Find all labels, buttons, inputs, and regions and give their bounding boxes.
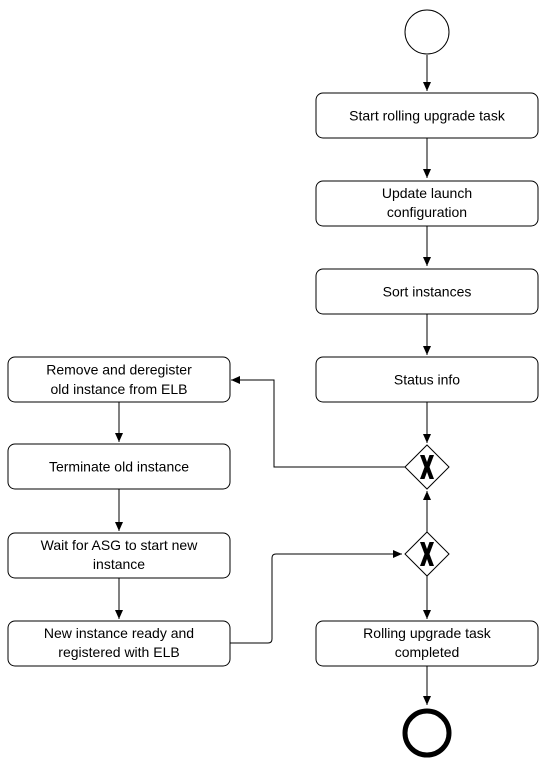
task-rolling-upgrade-completed: Rolling upgrade task completed — [315, 620, 539, 667]
task-terminate-old-instance: Terminate old instance — [7, 443, 231, 490]
task-label-line-1: Remove and deregister — [46, 362, 192, 378]
task-label: Status info — [394, 372, 460, 388]
task-label: Start rolling upgrade task — [349, 108, 506, 124]
task-label: Terminate old instance — [49, 459, 189, 475]
exclusive-gateway-split — [404, 444, 450, 490]
task-label-line-1: New instance ready and — [44, 625, 194, 641]
task-update-launch-configuration: Update launch configuration — [315, 180, 539, 227]
task-label-line-2: old instance from ELB — [51, 381, 188, 397]
task-label-line-2: instance — [93, 556, 145, 572]
task-new-instance-ready: New instance ready and registered with E… — [7, 620, 231, 667]
task-status-info: Status info — [315, 356, 539, 403]
gateway-x-icon — [420, 542, 434, 566]
gateway-x-icon — [420, 455, 434, 479]
task-wait-for-asg: Wait for ASG to start new instance — [7, 532, 231, 579]
task-remove-deregister: Remove and deregister old instance from … — [7, 356, 231, 403]
task-label-line-2: completed — [395, 644, 460, 660]
task-sort-instances: Sort instances — [315, 268, 539, 315]
edge-split-gateway-to-remove — [231, 376, 405, 468]
end-event — [402, 708, 452, 758]
task-label: Sort instances — [383, 284, 472, 300]
task-label-line-1: Rolling upgrade task — [363, 625, 492, 641]
flow-edges — [115, 55, 431, 705]
exclusive-gateway-merge — [404, 531, 450, 577]
task-label-line-2: registered with ELB — [58, 644, 179, 660]
edge-new-instance-to-merge-gateway — [228, 550, 402, 644]
task-label-line-2: configuration — [387, 204, 467, 220]
task-label-line-1: Update launch — [382, 185, 472, 201]
task-start-rolling-upgrade: Start rolling upgrade task — [315, 92, 539, 139]
task-label-line-1: Wait for ASG to start new — [41, 537, 199, 553]
start-event — [404, 9, 450, 55]
